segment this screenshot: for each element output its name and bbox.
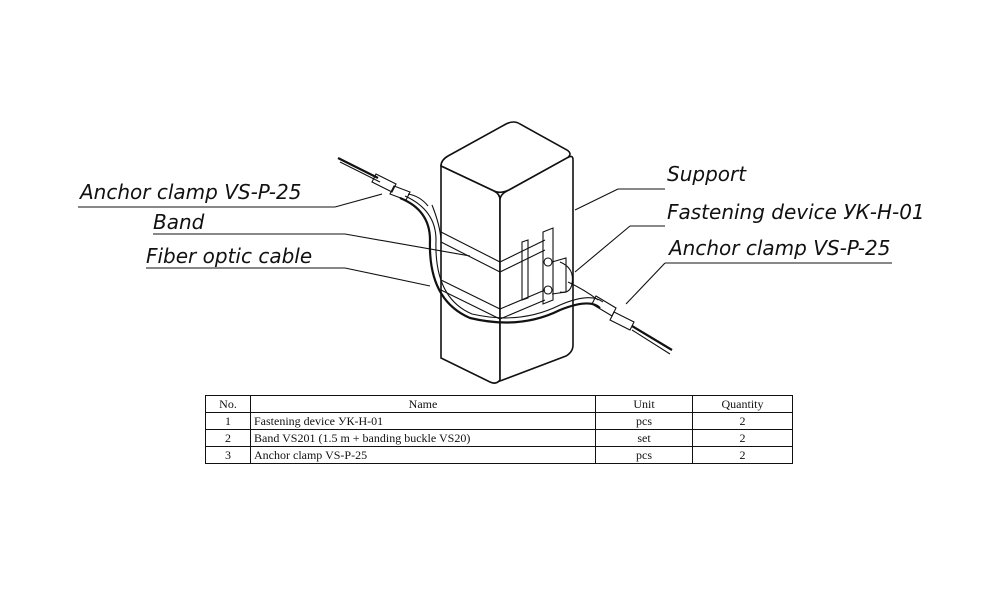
cell-no: 2 — [205, 429, 251, 447]
support-pole — [440, 121, 574, 384]
cell-no: 3 — [205, 446, 251, 464]
spec-table: No. Name Unit Quantity 1 Fastening devic… — [205, 395, 793, 464]
table-row: 2 Band VS201 (1.5 m + banding buckle VS2… — [205, 429, 793, 447]
leader-lines — [78, 188, 892, 305]
fiber-optic-cable — [399, 195, 604, 324]
table-row: 3 Anchor clamp VS-P-25 pcs 2 — [205, 446, 793, 464]
table-header-row: No. Name Unit Quantity — [205, 395, 793, 413]
label-fastening-device: Fastening device УК-Н-01 — [667, 200, 925, 224]
cell-name: Anchor clamp VS-P-25 — [250, 446, 596, 464]
header-no: No. — [205, 395, 251, 413]
band-straps — [440, 231, 546, 320]
cell-quantity: 2 — [692, 446, 793, 464]
label-anchor-clamp-right: Anchor clamp VS-P-25 — [667, 236, 890, 260]
header-quantity: Quantity — [692, 395, 793, 413]
anchor-clamp-left — [337, 157, 429, 207]
cell-quantity: 2 — [692, 429, 793, 447]
cell-name: Band VS201 (1.5 m + banding buckle VS20) — [250, 429, 596, 447]
label-anchor-clamp-left: Anchor clamp VS-P-25 — [78, 180, 301, 204]
label-support: Support — [667, 162, 747, 186]
cell-unit: pcs — [595, 446, 693, 464]
cell-unit: set — [595, 429, 693, 447]
cell-no: 1 — [205, 412, 251, 430]
cell-quantity: 2 — [692, 412, 793, 430]
header-name: Name — [250, 395, 596, 413]
table-row: 1 Fastening device УК-Н-01 pcs 2 — [205, 412, 793, 430]
header-unit: Unit — [595, 395, 693, 413]
anchor-clamp-right — [567, 281, 673, 355]
label-band: Band — [153, 210, 205, 234]
cell-name: Fastening device УК-Н-01 — [250, 412, 596, 430]
label-fiber-optic-cable: Fiber optic cable — [146, 244, 312, 268]
cell-unit: pcs — [595, 412, 693, 430]
